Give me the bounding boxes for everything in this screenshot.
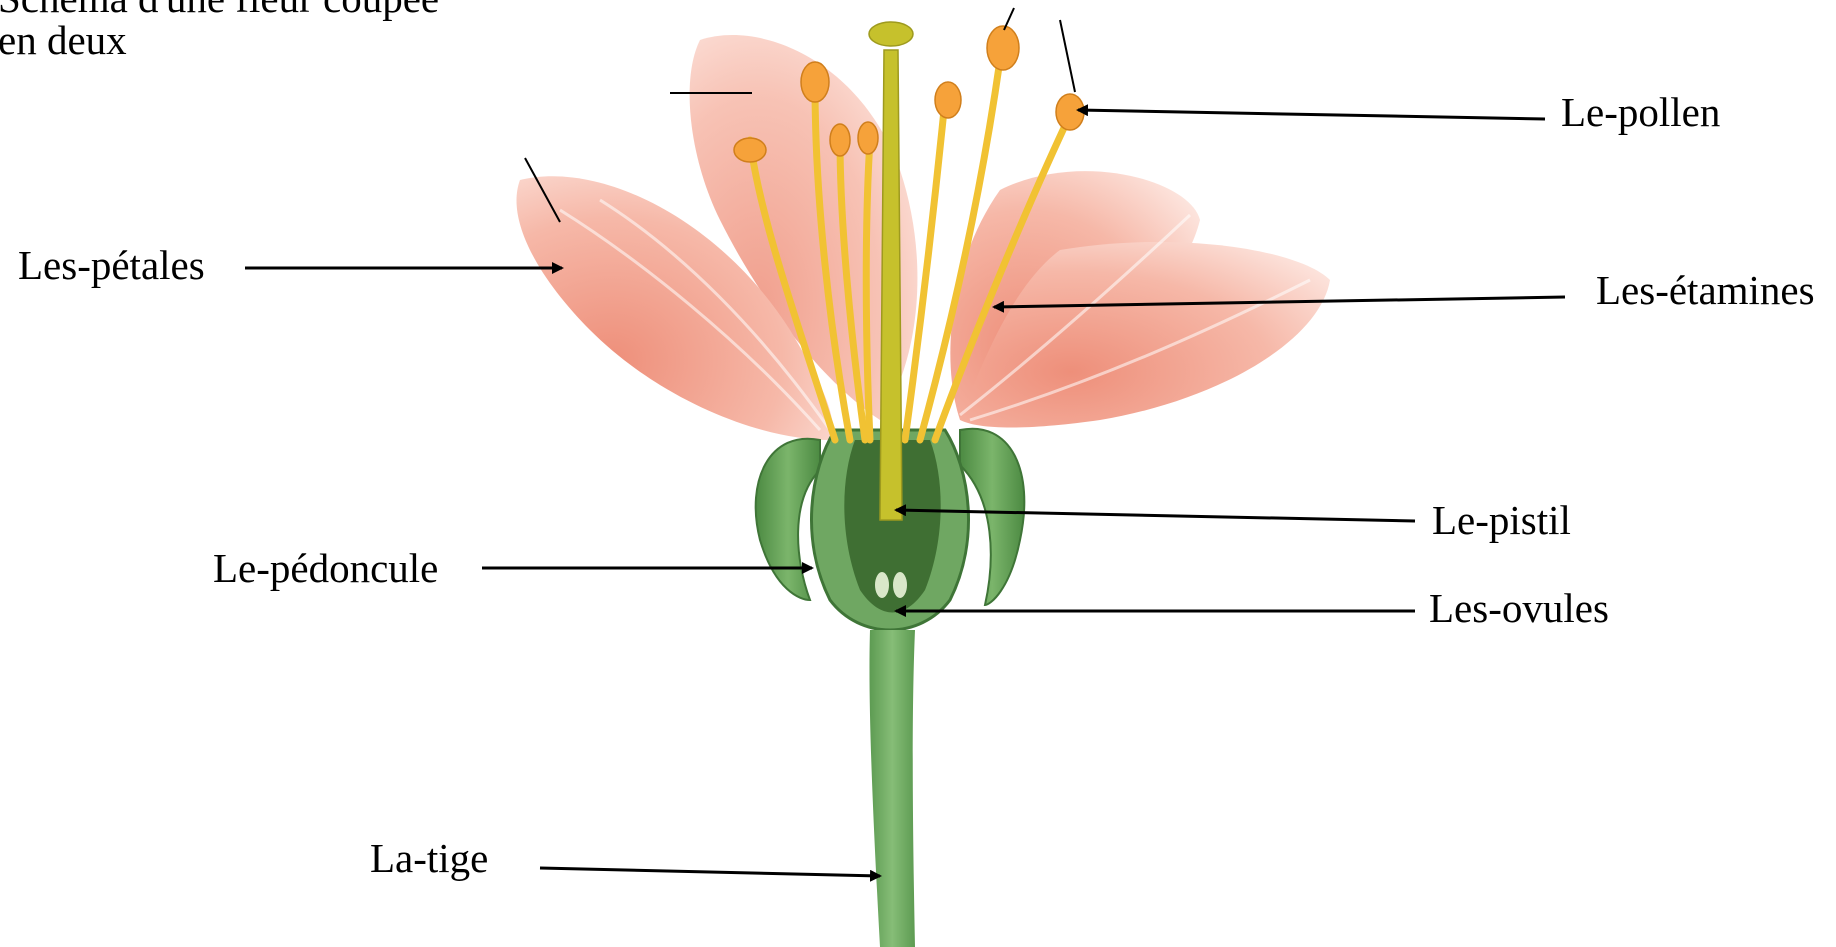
label-stem: La-tige xyxy=(370,838,488,879)
arrow-pistil xyxy=(896,510,1415,521)
label-stamens: Les-étamines xyxy=(1596,270,1815,311)
pistil-style xyxy=(880,50,902,520)
arrow-pollen xyxy=(1078,110,1545,119)
label-petals: Les-pétales xyxy=(18,245,205,286)
pistil-stigma xyxy=(869,22,913,46)
ovule-2 xyxy=(892,571,908,599)
label-peduncle: Le-pédoncule xyxy=(213,548,438,589)
label-ovules: Les-ovules xyxy=(1429,588,1609,629)
ovule-1 xyxy=(874,571,890,599)
label-pistil: Le-pistil xyxy=(1432,500,1571,541)
label-pollen: Le-pollen xyxy=(1561,92,1720,133)
stem xyxy=(869,630,915,947)
arrow-stem xyxy=(540,868,880,876)
